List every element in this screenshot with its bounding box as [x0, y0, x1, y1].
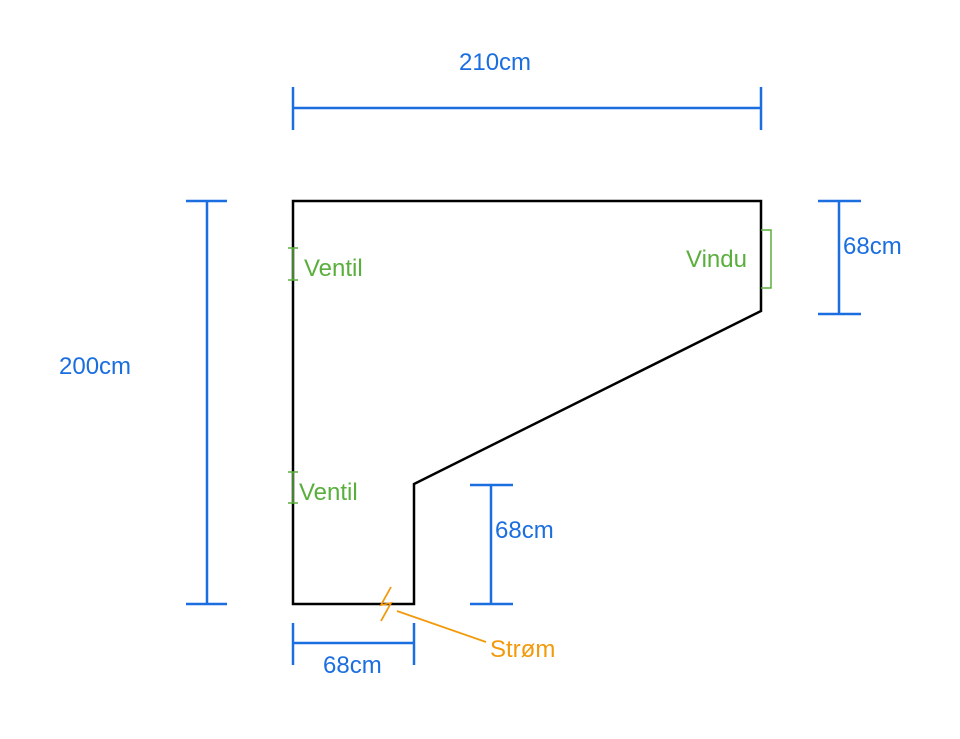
vent-upper-marker — [288, 247, 298, 281]
bottom-width-dimension — [291, 623, 416, 665]
room-outline — [291, 199, 763, 606]
top-width-dimension — [291, 87, 763, 130]
power-marker — [379, 586, 487, 643]
vent-upper-label: Ventil — [304, 255, 363, 282]
vent-lower-marker — [288, 471, 298, 504]
power-leader-line — [396, 610, 487, 643]
window-label: Vindu — [686, 246, 747, 273]
right-height-dimension — [818, 199, 861, 316]
inner-height-label: 68cm — [495, 517, 554, 544]
left-height-dimension — [186, 199, 227, 606]
top-width-label: 210cm — [459, 49, 532, 76]
left-height-label: 200cm — [59, 353, 132, 380]
window-marker — [761, 229, 772, 289]
power-symbol — [379, 586, 393, 622]
vent-lower-label: Ventil — [299, 479, 358, 506]
inner-height-dimension — [470, 483, 513, 606]
power-label: Strøm — [490, 636, 556, 663]
bottom-width-label: 68cm — [323, 652, 382, 679]
right-height-label: 68cm — [843, 233, 902, 260]
